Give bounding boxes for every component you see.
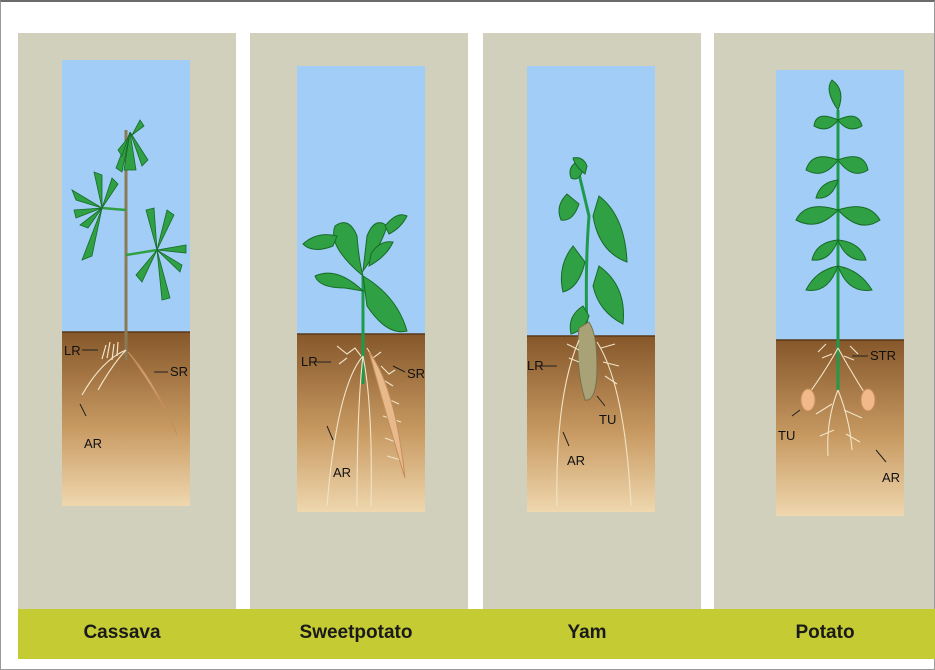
caption-yam: Yam bbox=[487, 622, 687, 644]
label-ar: AR bbox=[333, 465, 351, 480]
label-tu: TU bbox=[599, 412, 616, 427]
caption-sweetpotato: Sweetpotato bbox=[256, 622, 456, 644]
label-ar: AR bbox=[84, 436, 102, 451]
label-lr: LR bbox=[64, 343, 81, 358]
label-lr: LR bbox=[527, 358, 544, 373]
label-lr: LR bbox=[301, 354, 318, 369]
label-str: STR bbox=[870, 348, 896, 363]
tuber-left bbox=[801, 389, 815, 411]
label-sr: SR bbox=[407, 366, 425, 381]
potato-illustration: STR TU AR bbox=[776, 70, 906, 520]
sky bbox=[297, 66, 425, 334]
label-sr: SR bbox=[170, 364, 188, 379]
sky bbox=[527, 66, 655, 336]
caption-cassava: Cassava bbox=[22, 622, 222, 644]
label-tu: TU bbox=[778, 428, 795, 443]
sweetpotato-illustration: LR SR AR bbox=[297, 66, 427, 516]
label-ar: AR bbox=[567, 453, 585, 468]
sky bbox=[776, 70, 904, 340]
label-ar: AR bbox=[882, 470, 900, 485]
yam-illustration: LR TU AR bbox=[527, 66, 657, 516]
caption-potato: Potato bbox=[725, 622, 925, 644]
cassava-illustration: LR SR AR bbox=[62, 60, 192, 510]
tuber-right bbox=[861, 389, 875, 411]
